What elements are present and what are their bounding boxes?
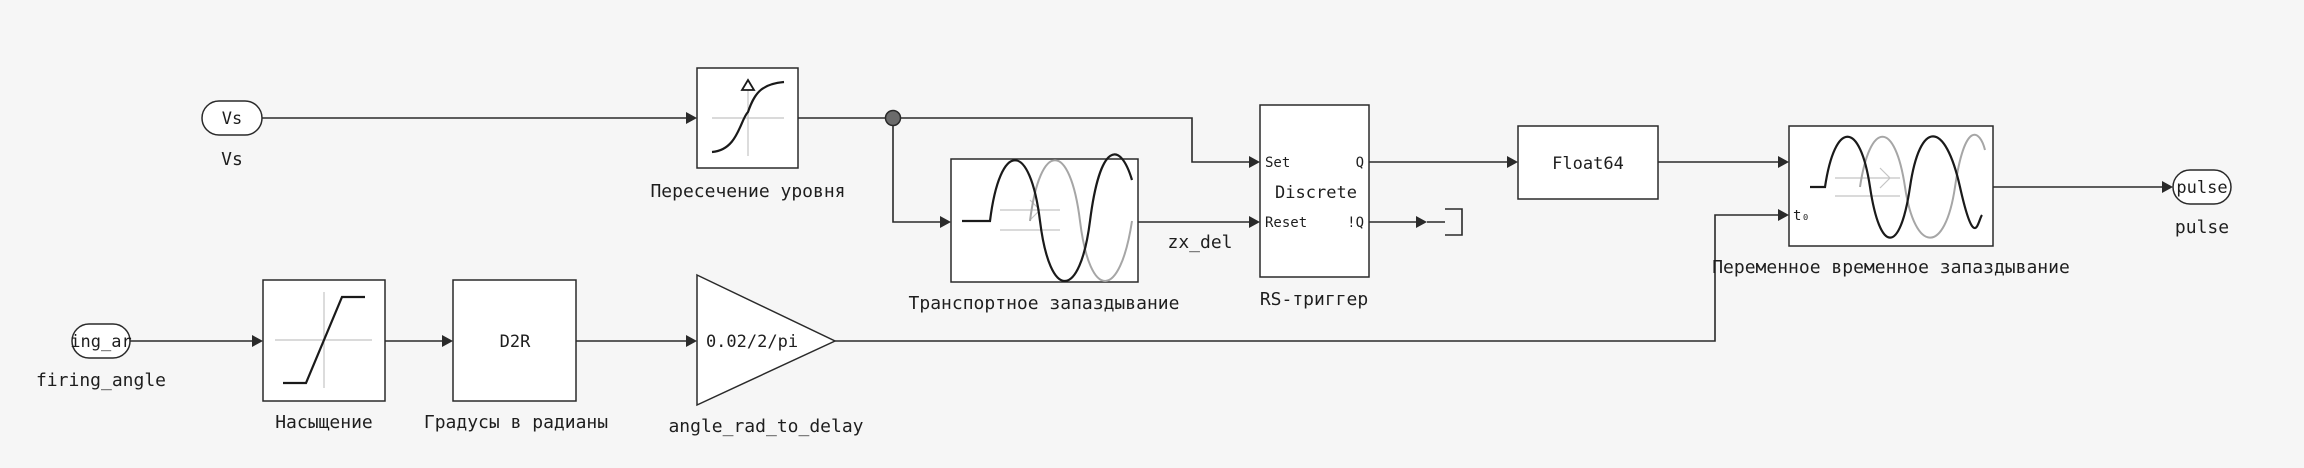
arrowhead xyxy=(686,335,697,347)
rs-trigger-type: Discrete xyxy=(1275,183,1357,203)
d2r-text: D2R xyxy=(500,332,531,352)
arrowhead xyxy=(686,112,697,124)
terminator-icon xyxy=(1427,208,1463,236)
arrowhead xyxy=(1249,216,1260,228)
gain-text: 0.02/2/pi xyxy=(706,332,798,352)
arrowhead xyxy=(1778,209,1789,221)
firing-angle-inport-label: firing_angle xyxy=(36,370,166,391)
branch-point[interactable] xyxy=(884,109,902,127)
pulse-outport-block[interactable]: pulse xyxy=(2172,169,2232,205)
level-crossing-label: Пересечение уровня xyxy=(650,181,845,202)
pulse-outport-text: pulse xyxy=(2176,178,2227,198)
vs-inport-text: Vs xyxy=(222,109,242,129)
rs-port-set: Set xyxy=(1265,155,1290,171)
arrowhead xyxy=(940,216,951,228)
arrowhead xyxy=(442,335,453,347)
rs-port-q: Q xyxy=(1356,155,1364,171)
transport-delay-block[interactable] xyxy=(950,153,1139,283)
saturation-label: Насыщение xyxy=(275,412,373,433)
arrowhead xyxy=(2162,181,2173,193)
rs-port-reset: Reset xyxy=(1265,215,1307,231)
gain-block[interactable]: 0.02/2/pi xyxy=(696,273,837,407)
float64-block[interactable]: Float64 xyxy=(1517,125,1659,200)
arrowhead xyxy=(1778,156,1789,168)
transport-delay-label: Транспортное запаздывание xyxy=(909,293,1180,314)
vs-inport-label: Vs xyxy=(221,149,243,170)
wire-branch-to-transport-delay[interactable] xyxy=(892,118,940,223)
arrowhead xyxy=(1249,156,1260,168)
rs-trigger-block[interactable]: Set Reset Q !Q Discrete xyxy=(1259,104,1370,278)
signal-label-zx-del: zx_del xyxy=(1167,232,1232,253)
variable-delay-block[interactable]: t₀ xyxy=(1788,125,1994,247)
level-crossing-icon xyxy=(711,78,785,156)
vs-inport-block[interactable]: Vs xyxy=(201,100,263,136)
variable-delay-label: Переменное временное запаздывание xyxy=(1712,257,2070,278)
float64-text: Float64 xyxy=(1552,154,1624,174)
terminator-block[interactable] xyxy=(1427,208,1463,236)
wire-gain-to-variable-delay[interactable] xyxy=(835,214,1778,342)
wire-branch-to-set[interactable] xyxy=(893,117,1249,163)
variable-delay-port-t0: t₀ xyxy=(1793,208,1810,224)
arrowhead xyxy=(1416,216,1427,228)
firing-angle-inport-text: ing_ar xyxy=(70,332,131,352)
pulse-outport-label: pulse xyxy=(2175,217,2229,238)
rs-trigger-label: RS-триггер xyxy=(1260,289,1368,310)
level-crossing-block[interactable] xyxy=(696,67,799,169)
arrowhead xyxy=(1507,156,1518,168)
saturation-icon xyxy=(275,292,372,388)
d2r-block[interactable]: D2R xyxy=(452,279,577,402)
rs-port-nq: !Q xyxy=(1347,215,1364,231)
d2r-label: Градусы в радианы xyxy=(424,412,608,433)
arrowhead xyxy=(252,335,263,347)
variable-delay-icon xyxy=(1810,133,1986,239)
firing-angle-inport-block[interactable]: ing_ar xyxy=(70,323,132,359)
transport-delay-icon xyxy=(962,153,1134,283)
saturation-block[interactable] xyxy=(262,279,386,402)
signal-lines xyxy=(130,109,2173,347)
gain-label: angle_rad_to_delay xyxy=(668,416,863,437)
